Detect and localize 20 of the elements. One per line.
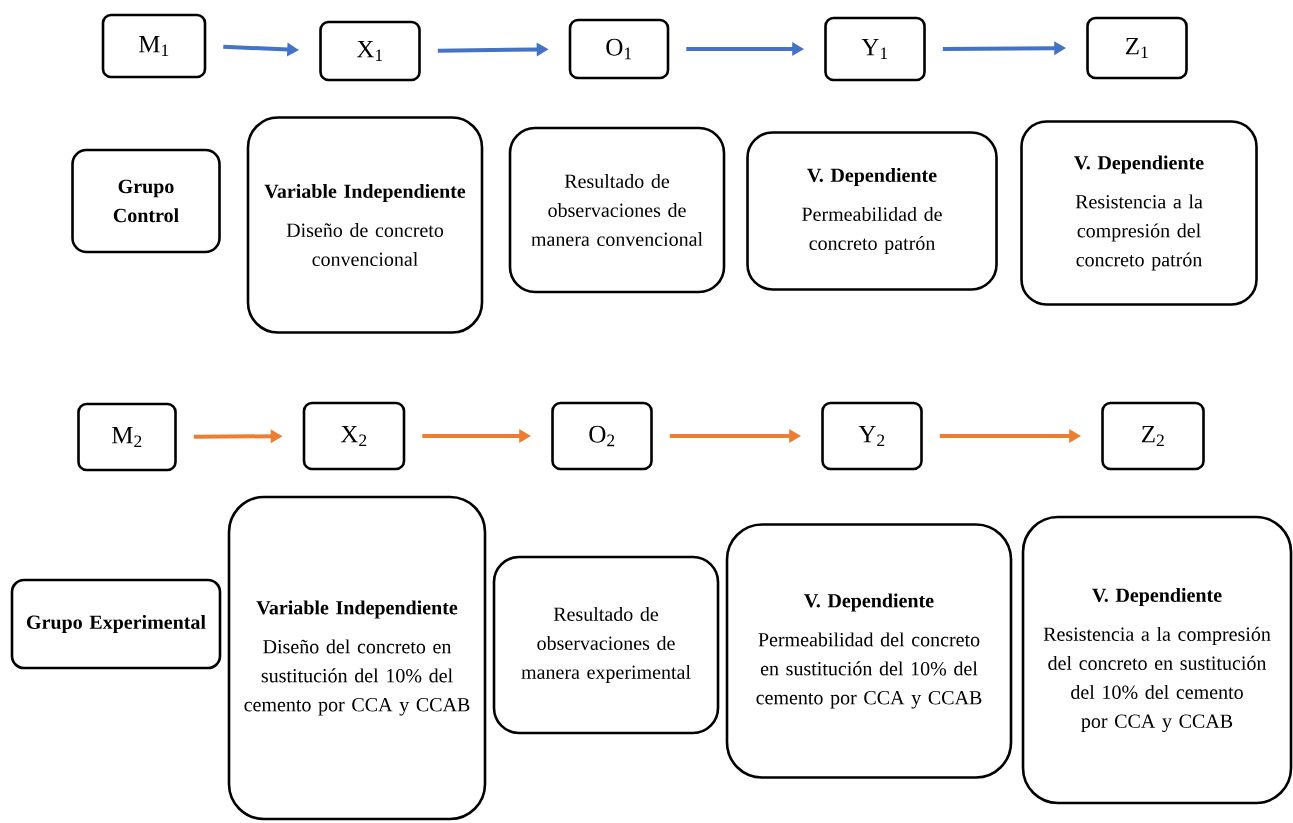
text-box: Variable Independiente Diseño del concreto en sustitución del 10% del cemento por CCA y CCAB [227, 495, 487, 821]
label-box: O$_{2}$ [551, 401, 653, 471]
text-box: V. Dependiente Resistencia a la compresión del concreto en sustitución del 10% del cemento por CCA y CCAB [1021, 515, 1293, 805]
text-box: Grupo Experimental [10, 578, 222, 670]
label-box: M$_{2}$ [77, 402, 177, 472]
label-box: Z$_{2}$ [1101, 401, 1205, 471]
label-box: M$_{1}$ [101, 13, 207, 79]
text-box: V. Dependiente Permeabilidad de concreto patrón [746, 131, 998, 291]
text-box: Variable Independiente Diseño de concreto convencional [246, 116, 484, 334]
label-box: Y$_{2}$ [821, 401, 923, 471]
text-box: Grupo Control [71, 148, 221, 254]
label-box: O$_{1}$ [568, 18, 670, 80]
label-box: X$_{2}$ [302, 401, 406, 471]
label-box: Y$_{1}$ [824, 16, 926, 82]
text-box: V. Dependiente Permeabilidad del concreto en sustitución del 10% del cemento por CCA y CCAB [725, 523, 1013, 779]
label-box: Z$_{1}$ [1086, 16, 1188, 80]
label-box: X$_{1}$ [319, 20, 421, 82]
text-box: V. Dependiente Resistencia a la compresión del concreto patrón [1020, 120, 1258, 306]
text-box: Resultado de observaciones de manera convencional [508, 126, 726, 294]
text-box: Resultado de observaciones de manera experimental [492, 555, 720, 735]
